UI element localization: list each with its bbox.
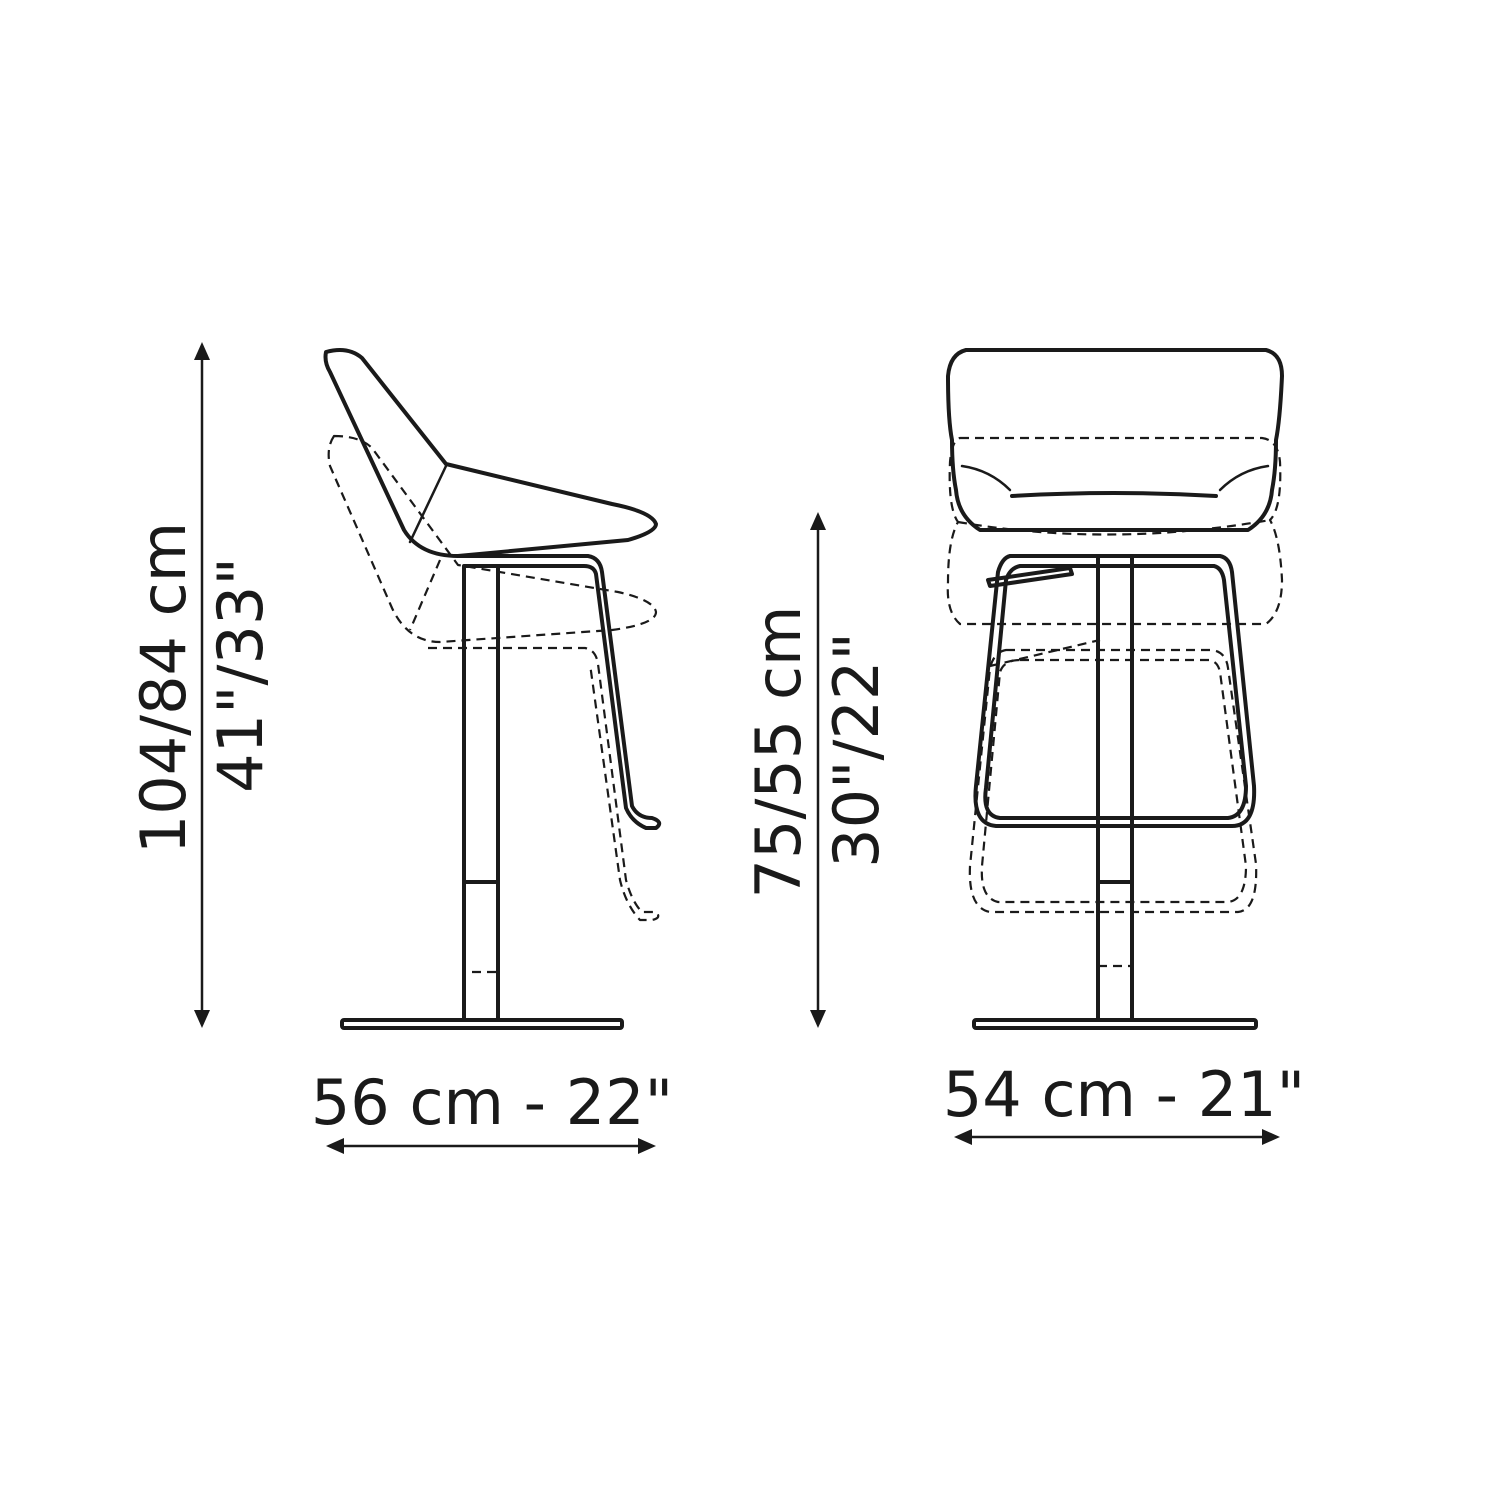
front-width-dimension: 54 cm - 21" xyxy=(943,1058,1305,1145)
side-height-inch-label: 41"/33" xyxy=(204,557,277,793)
side-width-dimension: 56 cm - 22" xyxy=(311,1066,673,1154)
side-width-label: 56 cm - 22" xyxy=(311,1066,673,1139)
front-lowered-outline xyxy=(946,436,1284,968)
side-lowered-outline xyxy=(327,434,660,974)
front-height-dimension: 75/55 cm 30"/22" xyxy=(742,512,893,1028)
side-height-cm-label: 104/84 cm xyxy=(127,522,200,854)
side-view-stool xyxy=(323,348,662,1030)
front-height-cm-label: 75/55 cm xyxy=(742,606,815,899)
side-raised-outline xyxy=(323,348,662,1030)
front-view-stool xyxy=(946,348,1284,1030)
front-width-label: 54 cm - 21" xyxy=(943,1058,1305,1131)
front-height-inch-label: 30"/22" xyxy=(820,632,893,868)
front-raised-outline xyxy=(946,348,1284,1030)
side-height-dimension: 104/84 cm 41"/33" xyxy=(127,342,277,1028)
